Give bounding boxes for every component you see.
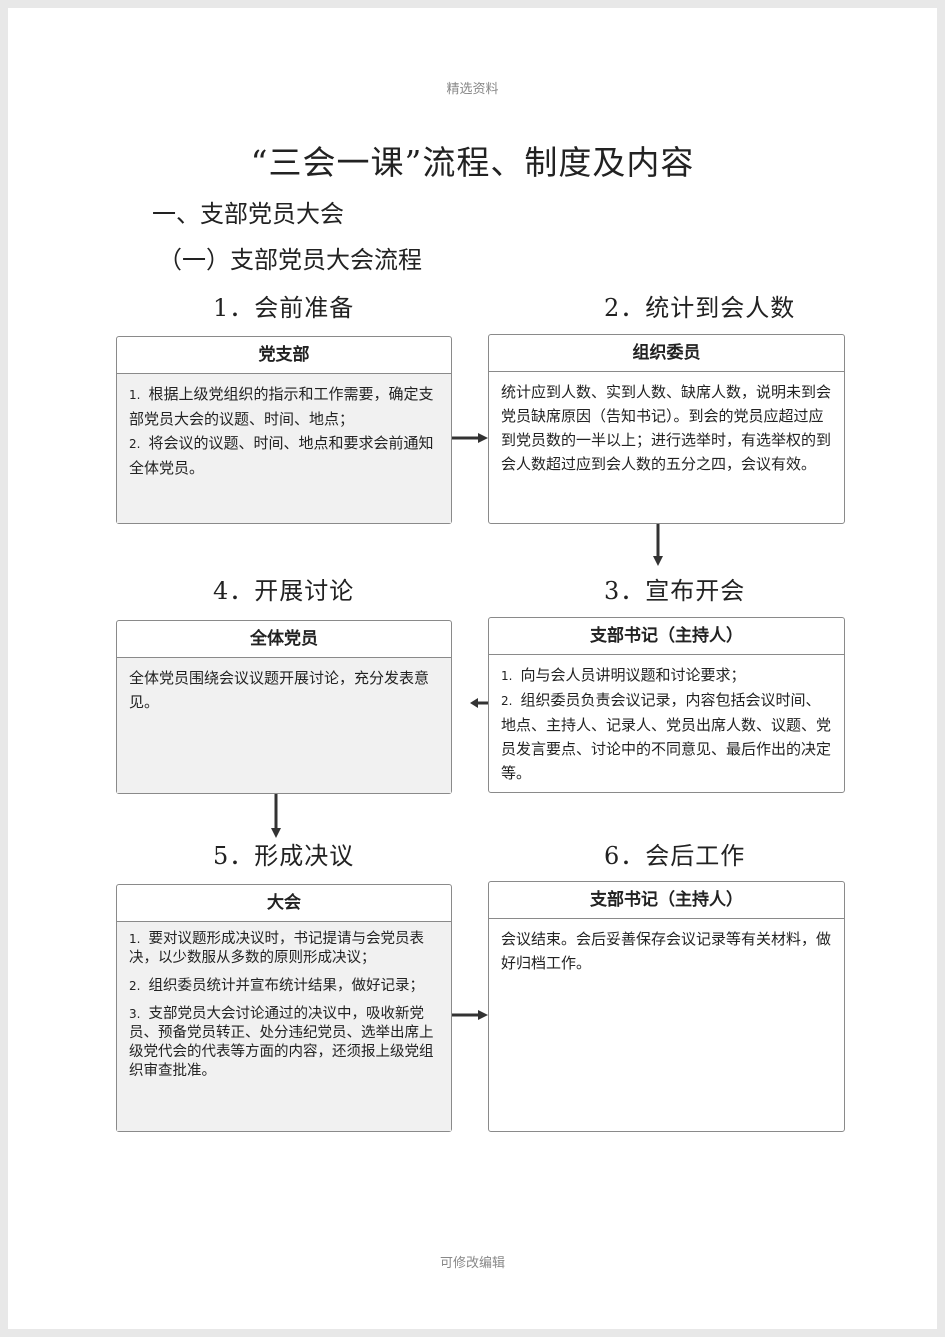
step-5-item-3: 3.支部党员大会讨论通过的决议中，吸收新党员、预备党员转正、处分违纪党员、选举出… <box>129 1006 434 1079</box>
step-3-item-1: 1.向与会人员讲明议题和讨论要求； <box>501 666 746 684</box>
page-header: 精选资料 <box>446 82 499 97</box>
step-2-box: 组织委员 统计应到人数、实到人数、缺席人数，说明未到会党员缺席原因（告知书记）。… <box>488 334 845 524</box>
step-6-label: 6．会后工作 <box>604 842 746 870</box>
page-footer: 可修改编辑 <box>439 1256 505 1271</box>
step-3-role: 支部书记（主持人） <box>489 618 844 655</box>
step-1-item-1: 1.根据上级党组织的指示和工作需要，确定支部党员大会的议题、时间、地点； <box>129 385 434 428</box>
step-3-item-2: 2.组织委员负责会议记录，内容包括会议时间、地点、主持人、记录人、党员出席人数、… <box>501 691 832 782</box>
step-5-item-2: 2.组织委员统计并宣布统计结果，做好记录； <box>129 978 424 994</box>
step-5-item-1: 1.要对议题形成决议时，书记提请与会党员表决，以少数服从多数的原则形成决议； <box>129 931 424 966</box>
step-6-role: 支部书记（主持人） <box>489 882 844 919</box>
step-5-box: 大会 1.要对议题形成决议时，书记提请与会党员表决，以少数服从多数的原则形成决议… <box>116 884 452 1132</box>
arrow-5-to-6 <box>452 1010 488 1020</box>
step-1-role: 党支部 <box>117 337 451 374</box>
step-6-text: 会议结束。会后妥善保存会议记录等有关材料，做好归档工作。 <box>501 930 832 972</box>
step-1-box: 党支部 1.根据上级党组织的指示和工作需要，确定支部党员大会的议题、时间、地点；… <box>116 336 452 524</box>
document-title: “三会一课”流程、制度及内容 <box>250 143 695 182</box>
step-4-role: 全体党员 <box>117 621 451 658</box>
step-3-box: 支部书记（主持人） 1.向与会人员讲明议题和讨论要求； 2.组织委员负责会议记录… <box>488 617 845 793</box>
arrow-3-to-4 <box>470 698 488 708</box>
step-2-body: 统计应到人数、实到人数、缺席人数，说明未到会党员缺席原因（告知书记）。到会的党员… <box>489 372 844 523</box>
arrow-4-to-5 <box>271 794 281 838</box>
step-3-body: 1.向与会人员讲明议题和讨论要求； 2.组织委员负责会议记录，内容包括会议时间、… <box>489 655 844 792</box>
step-4-body: 全体党员围绕会议议题开展讨论，充分发表意见。 <box>117 658 451 793</box>
step-1-body: 1.根据上级党组织的指示和工作需要，确定支部党员大会的议题、时间、地点； 2.将… <box>117 374 451 523</box>
step-5-role: 大会 <box>117 885 451 922</box>
step-4-box: 全体党员 全体党员围绕会议议题开展讨论，充分发表意见。 <box>116 620 452 794</box>
arrow-1-to-2 <box>452 433 488 443</box>
step-6-box: 支部书记（主持人） 会议结束。会后妥善保存会议记录等有关材料，做好归档工作。 <box>488 881 845 1132</box>
step-6-body: 会议结束。会后妥善保存会议记录等有关材料，做好归档工作。 <box>489 919 844 1131</box>
step-1-label: 1．会前准备 <box>213 294 355 322</box>
step-5-label: 5．形成决议 <box>213 842 355 870</box>
step-4-text: 全体党员围绕会议议题开展讨论，充分发表意见。 <box>129 669 430 711</box>
step-2-role: 组织委员 <box>489 335 844 372</box>
subsection-heading: （一）支部党员大会流程 <box>158 246 422 274</box>
step-2-text: 统计应到人数、实到人数、缺席人数，说明未到会党员缺席原因（告知书记）。到会的党员… <box>501 383 832 473</box>
step-4-label: 4．开展讨论 <box>213 577 355 605</box>
arrow-2-to-3 <box>653 524 663 566</box>
step-2-label: 2．统计到会人数 <box>604 294 796 322</box>
step-3-label: 3．宣布开会 <box>604 577 746 605</box>
step-5-body: 1.要对议题形成决议时，书记提请与会党员表决，以少数服从多数的原则形成决议； 2… <box>117 922 451 1131</box>
step-1-item-2: 2.将会议的议题、时间、地点和要求会前通知全体党员。 <box>129 434 434 477</box>
document-page: 精选资料 “三会一课”流程、制度及内容 一、支部党员大会 （一）支部党员大会流程… <box>8 8 937 1329</box>
section-heading: 一、支部党员大会 <box>152 200 344 228</box>
